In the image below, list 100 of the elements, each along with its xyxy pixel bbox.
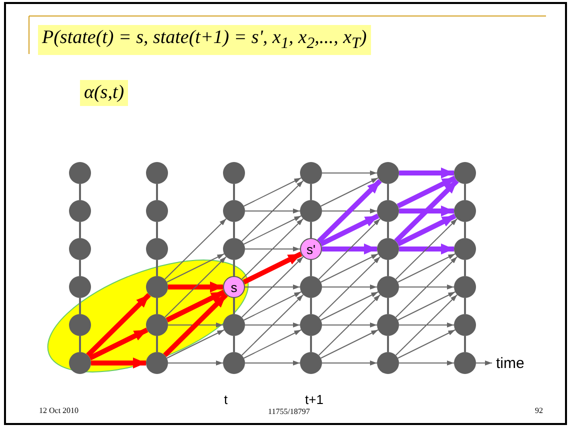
arrow xyxy=(396,214,456,246)
arrow xyxy=(86,292,151,358)
connector-line xyxy=(156,298,158,314)
connector-line xyxy=(387,298,389,314)
arrow xyxy=(244,284,300,290)
state-node xyxy=(223,162,245,184)
arrow xyxy=(396,176,456,208)
connector-line xyxy=(310,298,312,314)
connector-line xyxy=(387,184,389,200)
arrow xyxy=(164,218,227,280)
state-node xyxy=(454,352,476,374)
footer-text: 11755/18797 xyxy=(268,407,310,416)
column-label: t xyxy=(224,392,228,407)
state-node xyxy=(300,200,322,222)
arrow xyxy=(244,246,300,252)
connector-line xyxy=(233,184,235,200)
connector-line xyxy=(233,298,235,314)
arrow xyxy=(398,322,454,328)
arrow xyxy=(241,256,304,318)
connector-line xyxy=(79,222,81,238)
state-node xyxy=(454,200,476,222)
arrow xyxy=(166,290,226,322)
connector-line xyxy=(387,222,389,238)
connector-line xyxy=(79,336,81,352)
arrow xyxy=(320,253,379,283)
arrow xyxy=(164,256,227,318)
arrow xyxy=(317,178,382,244)
state-node xyxy=(223,352,245,374)
state-node xyxy=(69,238,91,260)
connector-line xyxy=(464,336,466,352)
state-node: s' xyxy=(300,238,322,260)
arrow xyxy=(244,322,300,328)
arrow xyxy=(244,208,300,214)
footer-date: 12 Oct 2010 xyxy=(39,406,79,415)
formula-title: P(state(t) = s, state(t+1) = s', x$_{1}$, x$_{2}$,..., x$_{T}$) xyxy=(38,25,371,55)
page-number: 92 xyxy=(535,406,543,415)
connector-line xyxy=(156,336,158,352)
state-node xyxy=(223,200,245,222)
state-node xyxy=(454,238,476,260)
arrow xyxy=(322,284,378,290)
connector-line xyxy=(387,336,389,352)
state-node xyxy=(377,314,399,336)
arrow xyxy=(395,256,458,318)
connector-line xyxy=(464,184,466,200)
state-node xyxy=(377,162,399,184)
arrow xyxy=(243,329,302,359)
connector-line xyxy=(310,260,312,276)
arrow xyxy=(395,294,458,356)
arrow xyxy=(320,214,380,246)
arrow xyxy=(394,178,459,244)
arrow xyxy=(320,291,379,321)
arrow xyxy=(243,291,302,321)
state-node xyxy=(454,314,476,336)
arrow xyxy=(322,322,378,328)
connector-line xyxy=(310,336,312,352)
connector-line xyxy=(233,260,235,276)
arrow xyxy=(318,218,381,280)
arrow xyxy=(399,168,454,178)
state-node xyxy=(223,314,245,336)
connector-line xyxy=(310,222,312,238)
state-node xyxy=(223,238,245,260)
connector-line xyxy=(79,184,81,200)
arrow xyxy=(168,360,224,366)
arrow xyxy=(397,329,456,359)
state-node xyxy=(300,314,322,336)
arrow xyxy=(244,360,300,366)
state-node xyxy=(146,200,168,222)
connector-line xyxy=(233,222,235,238)
state-node xyxy=(69,276,91,298)
arrow xyxy=(166,329,225,359)
connector-line xyxy=(79,260,81,276)
connector-line xyxy=(233,336,235,352)
arrow xyxy=(168,322,224,328)
arrow xyxy=(241,180,304,242)
state-node xyxy=(300,352,322,374)
state-node xyxy=(377,200,399,222)
arrow xyxy=(88,328,148,360)
arrow xyxy=(241,218,304,280)
arrow xyxy=(395,218,458,280)
arrow xyxy=(243,177,302,207)
state-node xyxy=(146,238,168,260)
arrow xyxy=(397,253,456,283)
arrow xyxy=(320,177,379,207)
arrow xyxy=(241,294,304,356)
state-node xyxy=(69,162,91,184)
state-node xyxy=(146,162,168,184)
connector-line xyxy=(387,260,389,276)
connector-line xyxy=(310,184,312,200)
arrow xyxy=(322,244,377,254)
column-label: t+1 xyxy=(305,392,324,407)
state-node xyxy=(300,276,322,298)
state-node xyxy=(454,162,476,184)
state-node xyxy=(454,276,476,298)
arrow xyxy=(398,360,454,366)
arrow xyxy=(243,215,302,245)
connector-line xyxy=(156,184,158,200)
arrow xyxy=(242,252,302,284)
state-node xyxy=(377,276,399,298)
formula-label: α(s,t) xyxy=(80,80,128,106)
arrow xyxy=(320,329,379,359)
